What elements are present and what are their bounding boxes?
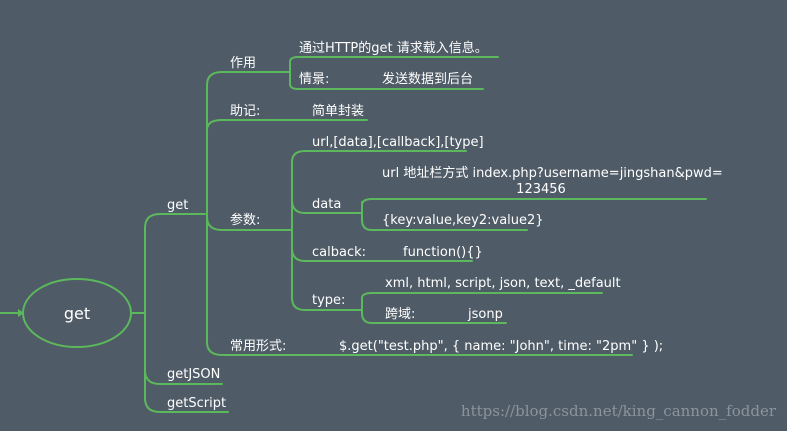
params-type-cross-label: 跨域:: [385, 307, 415, 322]
branch-get-label[interactable]: get: [167, 198, 188, 213]
zuoyong-scene-label: 情景:: [299, 72, 329, 87]
edge-type-values: [361, 292, 603, 299]
edge-params-signature: [291, 150, 467, 163]
edge-params-callback: [291, 247, 473, 262]
params-type-values: xml, html, script, json, text, _default: [385, 276, 621, 291]
edge-data-item1: [361, 198, 707, 206]
edge-branch-getscript: [144, 397, 229, 413]
params-callback-value: function(){}: [403, 245, 483, 260]
params-data-label[interactable]: data: [312, 197, 341, 212]
zhuji-value: 简单封装: [312, 103, 364, 119]
edge-branch-getjson: [144, 369, 223, 385]
params-callback-label[interactable]: calback:: [312, 245, 366, 260]
edge-zuoyong-scene: [289, 83, 484, 90]
edge-branch-get: [144, 213, 206, 229]
edge-type-cross: [361, 312, 507, 324]
common-label[interactable]: 常用形式:: [230, 339, 286, 354]
arrow-head-icon: [18, 309, 24, 317]
edge-zuoyong: [206, 71, 291, 86]
branch-getjson-label[interactable]: getJSON: [167, 367, 220, 382]
zuoyong-label[interactable]: 作用: [230, 56, 256, 71]
params-type-label[interactable]: type:: [312, 293, 345, 308]
params-signature: url,[data],[callback],[type]: [312, 135, 484, 150]
edge-zhuji: [206, 119, 368, 131]
edge-params-data: [291, 199, 363, 214]
common-value: $.get("test.php", { name: "John", time: …: [339, 339, 663, 354]
params-label[interactable]: 参数:: [230, 212, 260, 228]
params-type-cross-value: jsonp: [467, 307, 503, 322]
root-node[interactable]: [22, 278, 132, 348]
zuoyong-scene-value: 发送数据到后台: [382, 71, 473, 87]
zuoyong-desc: 通过HTTP的get 请求载入信息。: [299, 40, 488, 56]
branch-getscript-label[interactable]: getScript: [167, 396, 226, 411]
edge-data-item2: [361, 219, 528, 231]
zhuji-label[interactable]: 助记:: [230, 104, 260, 119]
edge-common: [206, 341, 633, 356]
watermark: https://blog.csdn.net/king_cannon_fodder: [461, 402, 777, 420]
edge-zuoyong-desc: [289, 56, 499, 63]
edge-params-type: [291, 297, 363, 311]
params-data-item1-line2: 123456: [516, 182, 566, 197]
root-label: get: [64, 304, 90, 323]
edge-params: [206, 216, 293, 231]
params-data-item1-line1: url 地址栏方式 index.php?username=jingshan&pw…: [382, 165, 723, 181]
params-data-item2: {key:value,key2:value2}: [382, 213, 544, 228]
